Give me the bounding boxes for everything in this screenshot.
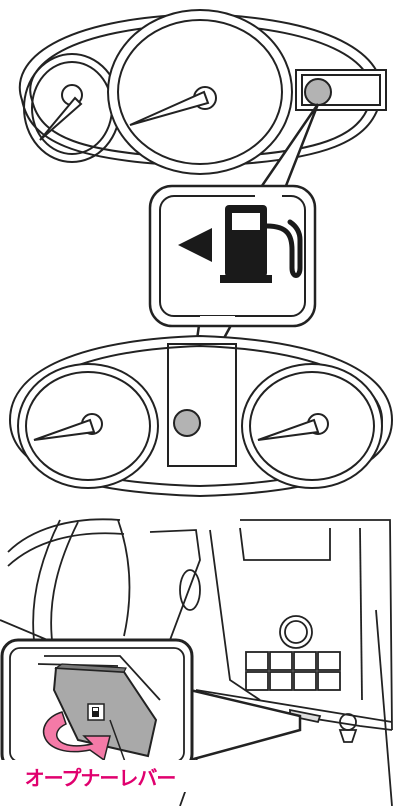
opener-lever-inset	[2, 640, 300, 770]
fuel-indicator-top	[305, 79, 331, 105]
instrument-cluster-bottom	[10, 336, 392, 496]
opener-lever-label: オープナーレバー	[0, 760, 200, 792]
fuel-door-opener-icon	[88, 704, 104, 720]
fuel-indicator-bottom	[174, 410, 200, 436]
